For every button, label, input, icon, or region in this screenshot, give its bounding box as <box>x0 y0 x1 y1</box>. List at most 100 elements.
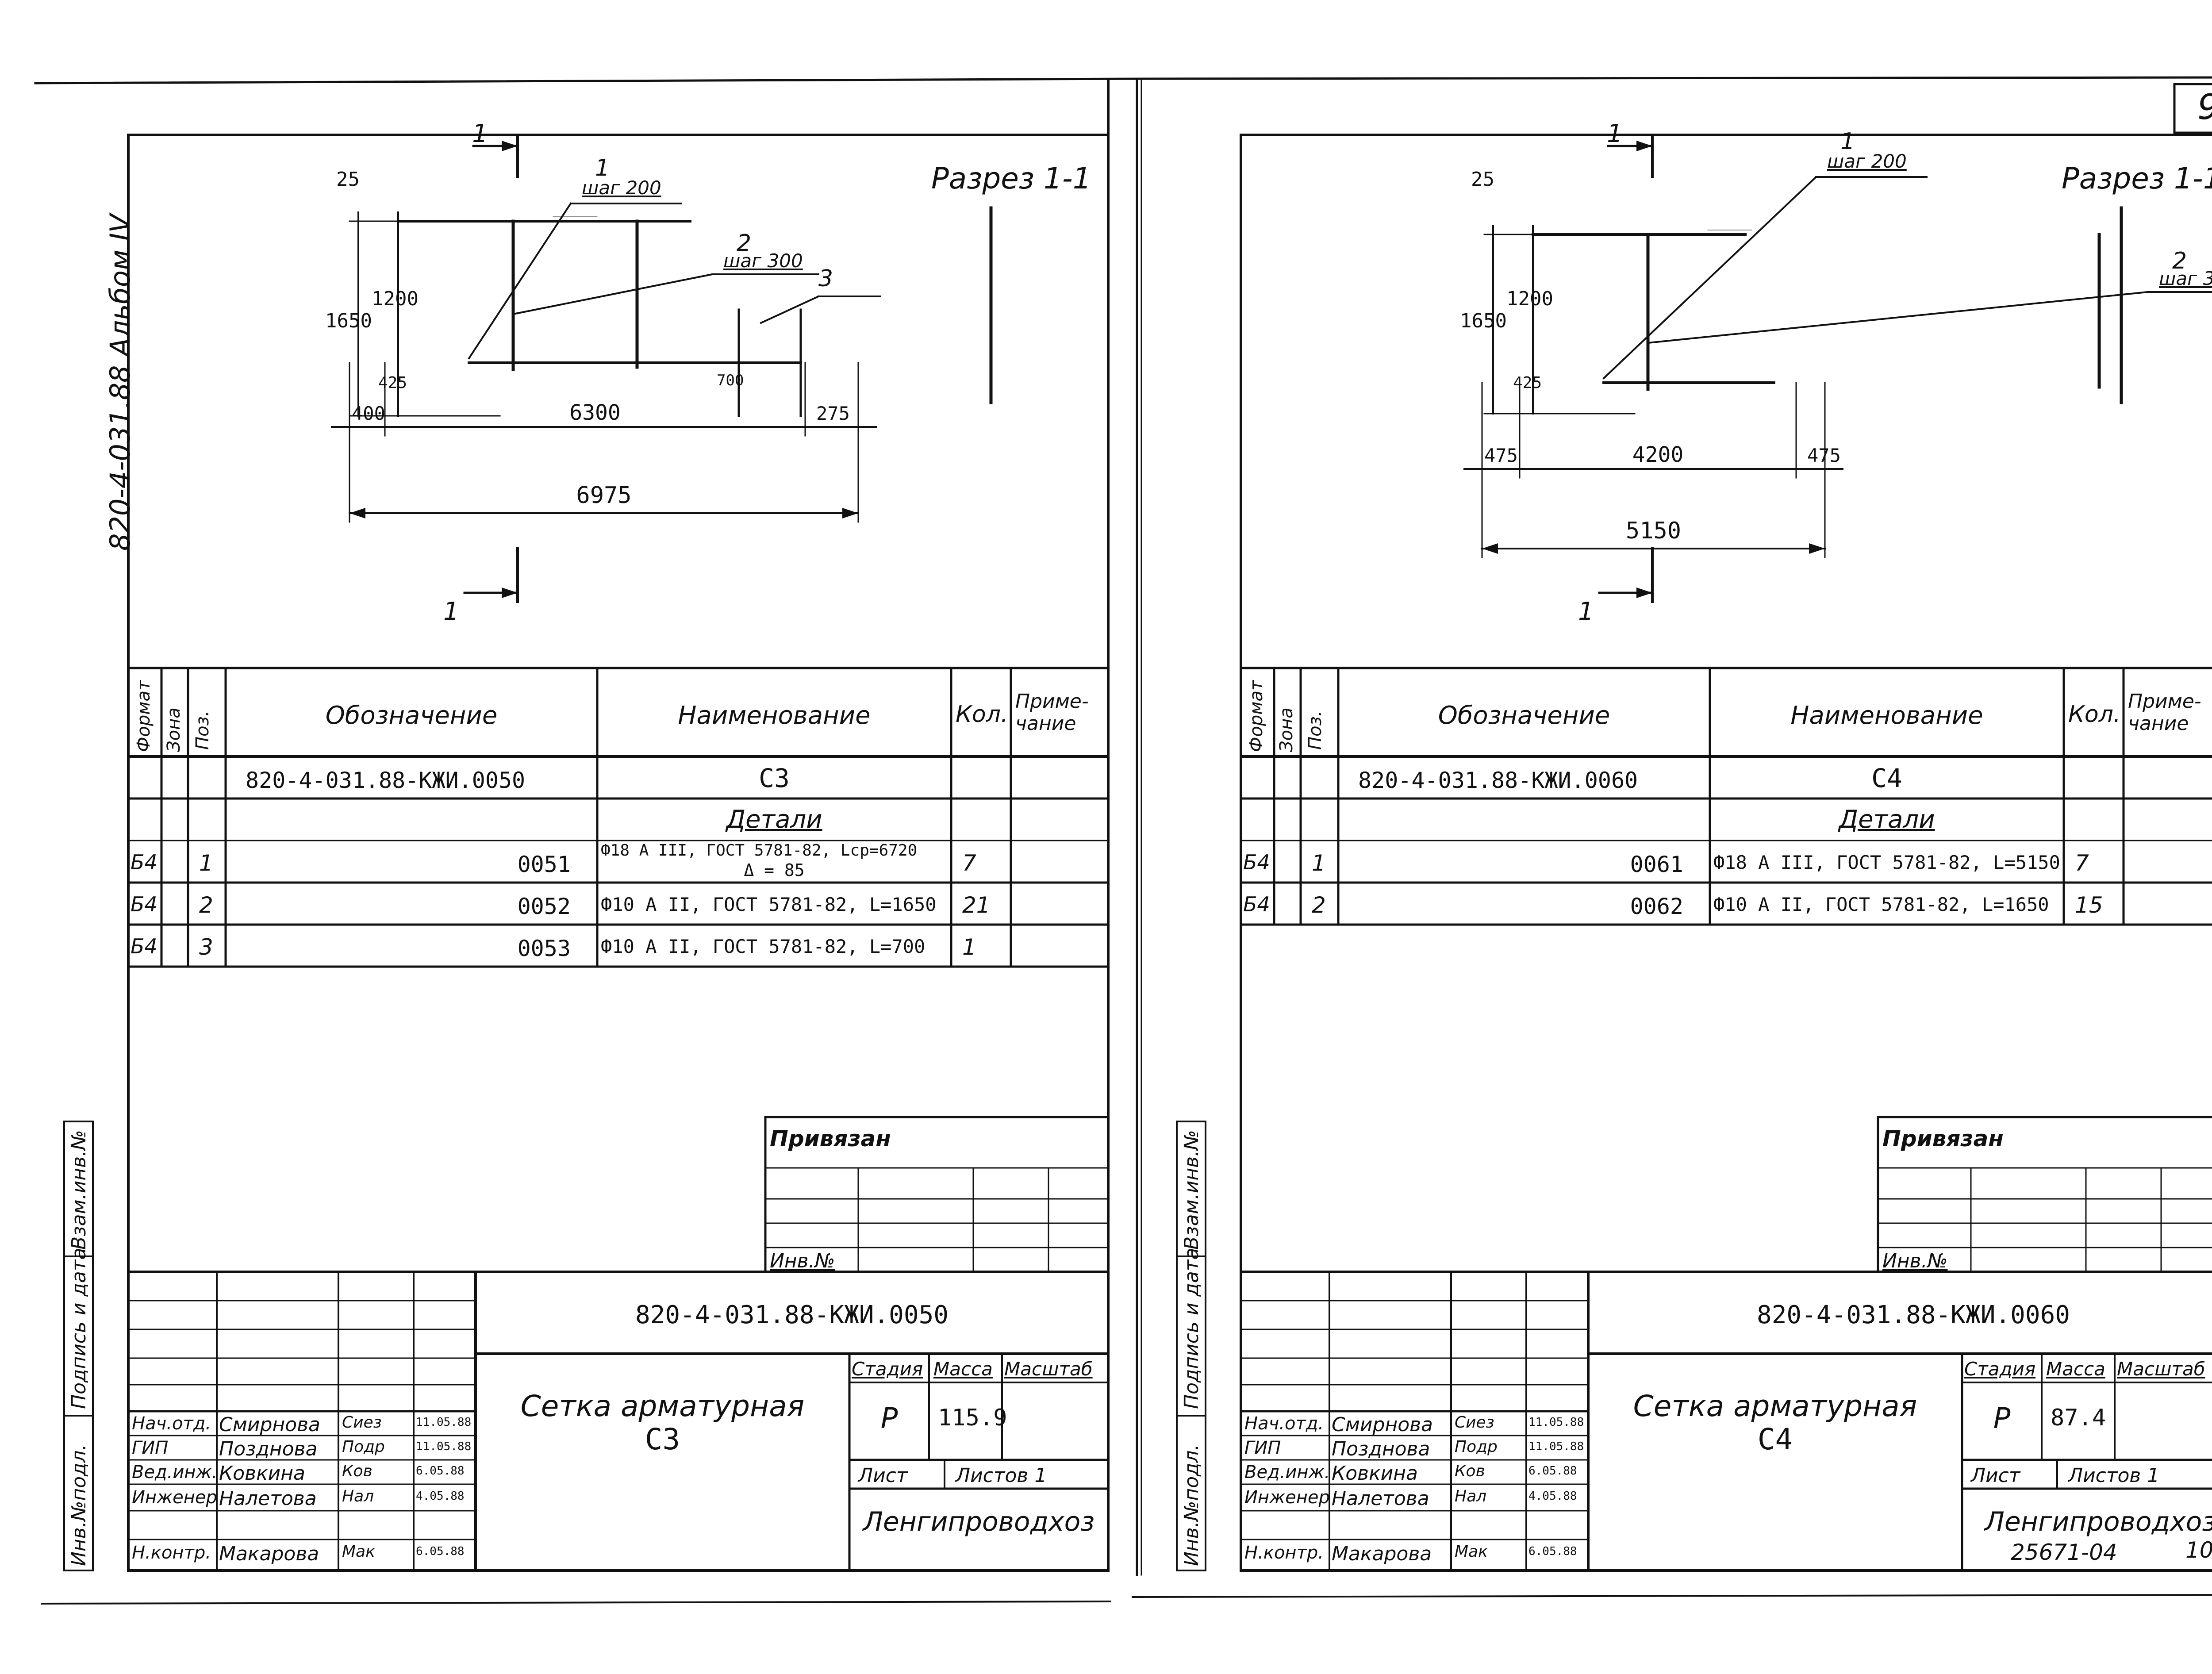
spec-header-oboznachenie: Обозначение <box>325 701 498 730</box>
spec-row-code: 0053 <box>517 936 571 961</box>
spec-header-format: Формат <box>1246 680 1267 752</box>
spec-header-kol: Кол. <box>2068 701 2121 728</box>
spec-row-poz: 2 <box>1312 892 1326 918</box>
title-person-name: Позднова <box>219 1438 318 1460</box>
spec-header-primechanie: чание <box>1015 712 1076 735</box>
title-person-name: Налетова <box>1332 1487 1429 1510</box>
privyazan-label: Привязан <box>770 1126 891 1152</box>
spec-row-poz: 2 <box>199 892 213 918</box>
section-mark-arrowhead <box>1636 141 1652 151</box>
title-person-date: 4.05.88 <box>416 1490 465 1503</box>
spec-row-poz: 3 <box>199 934 213 960</box>
title-footer-code: 25671-04 <box>2011 1540 2117 1565</box>
spec-row-qty: 7 <box>962 850 976 876</box>
side-stamp-inv-podl: Инв.№подл. <box>1180 1444 1203 1566</box>
title-person-signature: Сиез <box>1455 1413 1494 1432</box>
dim-total: 6975 <box>576 482 632 509</box>
title-stage-value: Р <box>1993 1402 2011 1435</box>
title-person-name: Смирнова <box>219 1413 321 1436</box>
title-organization: Ленгипроводхоз <box>1984 1506 2212 1537</box>
dim-25: 25 <box>336 168 360 191</box>
dim-425: 425 <box>1513 374 1542 392</box>
top-border-line <box>34 77 1145 84</box>
leader-note-2: шаг 300 <box>2159 268 2212 289</box>
side-stamp-inv-podl: Инв.№подл. <box>68 1444 90 1566</box>
dim-total: 5150 <box>1625 518 1682 544</box>
dim-arrowhead <box>1482 543 1498 554</box>
privyazan-label: Привязан <box>1882 1126 2004 1152</box>
title-person-date: 6.05.88 <box>416 1464 465 1478</box>
section-mark-bottom: 1 <box>1578 597 1594 626</box>
title-person-signature: Сиез <box>342 1413 382 1432</box>
title-person-role: Н.контр. <box>132 1543 211 1563</box>
dim-700: 700 <box>717 372 744 389</box>
dim-main: 4200 <box>1632 442 1684 467</box>
spec-row-code: 0051 <box>517 852 571 877</box>
title-person-signature: Ков <box>342 1462 373 1480</box>
spec-header-zona: Зона <box>1276 707 1297 752</box>
title-mass-value: 115.9 <box>938 1405 1007 1431</box>
dim-1200: 1200 <box>372 288 419 310</box>
title-mass-label: Масса <box>2046 1358 2105 1380</box>
spec-row-code: 0062 <box>1630 894 1683 919</box>
title-person-date: 11.05.88 <box>1528 1440 1584 1453</box>
bottom-border-line <box>41 1600 1112 1605</box>
side-stamp-vzam-inv: Взам.инв.№ <box>68 1130 90 1250</box>
leader-pos-3: 3 <box>818 265 833 292</box>
leader-line-3 <box>760 295 820 324</box>
dim-1200: 1200 <box>1506 288 1553 310</box>
dim-arrowhead <box>842 508 858 518</box>
title-person-role: Инженер <box>132 1487 217 1508</box>
title-footer-num: 10 <box>2185 1537 2212 1563</box>
spec-row-poz: 1 <box>1312 850 1326 876</box>
page-number: 9 <box>2197 88 2212 127</box>
title-person-date: 6.05.88 <box>416 1545 465 1558</box>
section-label: Разрез 1-1 <box>931 161 1091 196</box>
dim-1650: 1650 <box>325 310 372 332</box>
spec-row-format: Б4 <box>131 892 157 916</box>
dim-right: 475 <box>1807 445 1841 466</box>
title-doc-code: 820-4-031.88-КЖИ.0050 <box>635 1301 949 1329</box>
side-stamp-podpis-data: Подпись и дата <box>1180 1248 1203 1409</box>
dim-1650: 1650 <box>1460 310 1507 332</box>
spec-row-name: Ф18 А III, ГОСТ 5781-82, L=5150 <box>1713 852 2060 873</box>
title-person-date: 6.05.88 <box>1528 1545 1577 1558</box>
dim-left: 400 <box>352 403 385 424</box>
title-product-line2: С3 <box>645 1422 680 1456</box>
leader-line-1 <box>1602 176 1817 380</box>
title-person-role: Вед.инж. <box>132 1462 218 1482</box>
side-stamp-vzam-inv: Взам.инв.№ <box>1180 1130 1203 1250</box>
leader-line-2 <box>1647 291 2149 344</box>
title-person-name: Макарова <box>1332 1543 1432 1565</box>
spec-header-oboznachenie: Обозначение <box>1438 701 1610 730</box>
title-person-signature: Ков <box>1455 1462 1485 1480</box>
leader-pos-1: 1 <box>595 155 610 181</box>
title-mass-label: Масса <box>933 1358 993 1380</box>
title-product-line2: С4 <box>1757 1422 1793 1456</box>
spec-doc-code: 820-4-031.88-КЖИ.0050 <box>246 768 526 793</box>
leader-note-2: шаг 300 <box>723 250 803 272</box>
side-stamp-podpis-data: Подпись и дата <box>68 1248 90 1409</box>
spec-row-poz: 1 <box>199 850 213 876</box>
section-mark-arrowhead <box>502 587 518 598</box>
title-product-line1: Сетка арматурная <box>1633 1389 1917 1423</box>
leader-line-2 <box>512 273 714 315</box>
bottom-border-line <box>1131 1594 2212 1598</box>
spec-header-primechanie: чание <box>2128 712 2189 735</box>
spec-row-name: Ф18 А III, ГОСТ 5781-82, Lср=6720 <box>601 841 918 860</box>
spec-header-poz: Поз. <box>1305 710 1325 750</box>
title-list-label: Лист <box>858 1464 908 1487</box>
title-mass-value: 87.4 <box>2051 1405 2106 1431</box>
inv-no-label: Инв.№ <box>1882 1250 1948 1272</box>
title-person-date: 11.05.88 <box>416 1416 472 1429</box>
spec-row-name: Ф10 А II, ГОСТ 5781-82, L=1650 <box>601 894 937 915</box>
spec-details-label: Детали <box>1839 805 1935 834</box>
section-mark-top: 1 <box>1607 119 1623 148</box>
spec-header-poz: Поз. <box>192 710 213 750</box>
leader-note-1: шаг 200 <box>582 177 661 199</box>
title-product-line1: Сетка арматурная <box>520 1389 805 1423</box>
spec-row-format: Б4 <box>1243 892 1270 916</box>
spec-row-qty: 21 <box>962 892 991 918</box>
section-mark-arrowhead <box>502 141 518 151</box>
